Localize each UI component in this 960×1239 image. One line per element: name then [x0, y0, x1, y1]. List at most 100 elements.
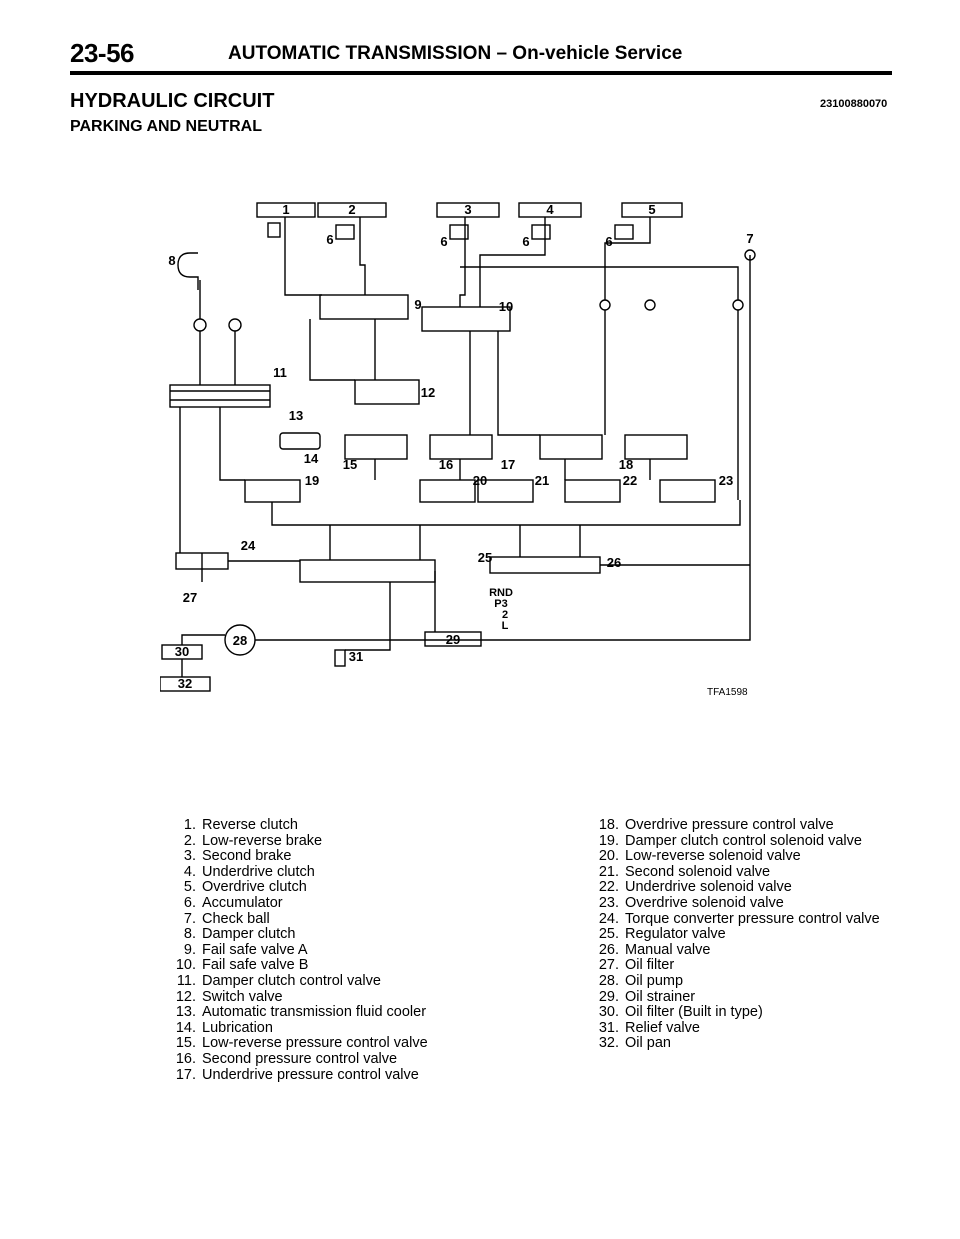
legend-num: 7.	[183, 910, 196, 927]
hydraulic-circuit-diagram: 1 2 3 4 5 6 6 6 6 7 8 9 10 11 12 13 14 1…	[160, 202, 756, 692]
legend-num: 5.	[183, 879, 196, 896]
clutch-box-2	[317, 202, 387, 218]
damper-clutch-shape	[177, 252, 199, 290]
legend-num: 31.	[598, 1019, 619, 1036]
legend-text: Overdrive clutch	[202, 879, 307, 896]
oil-pan-shape	[160, 676, 211, 692]
clutch-box-4	[518, 202, 582, 218]
legend-text: Oil filter (Built in type)	[625, 1004, 763, 1021]
legend-text: Second brake	[202, 848, 292, 865]
diagram-label-6d: 6	[605, 234, 612, 249]
legend-item: 2.Low-reverse brake	[160, 832, 490, 850]
diagram-label-8: 8	[168, 253, 175, 268]
legend-num: 11.	[176, 972, 196, 989]
legend-num: 2.	[183, 832, 196, 849]
relief-valve-shape	[334, 649, 346, 667]
legend-text: Damper clutch control solenoid valve	[625, 832, 862, 849]
diagram-label-23: 23	[719, 473, 733, 488]
diagram-label-15: 15	[343, 457, 357, 472]
legend-item: 17.Underdrive pressure control valve	[160, 1066, 490, 1084]
legend-text: Oil filter	[625, 957, 675, 974]
section-title: HYDRAULIC CIRCUIT	[70, 90, 275, 112]
diagram-label-21: 21	[535, 473, 549, 488]
legend-item: 27. Oil filter	[583, 958, 903, 974]
accumulator-2	[335, 224, 355, 240]
legend-num: 3.	[183, 848, 196, 865]
legend-text: Automatic transmission fluid cooler	[202, 1004, 427, 1021]
legend-item: 23.Overdrive solenoid valve	[583, 894, 903, 912]
legend-text: Underdrive solenoid valve	[625, 879, 792, 896]
diagram-label-1: 1	[282, 202, 289, 217]
diagram-label-30: 30	[175, 644, 189, 659]
diagram-label-27: 27	[183, 590, 197, 605]
diagram-label-22: 22	[623, 473, 637, 488]
legend-item: 11. Damper clutch control valve	[160, 972, 490, 990]
legend-item: 16. Second pressure control valve	[160, 1050, 490, 1068]
legend-num: 9.	[183, 941, 196, 958]
legend-text: Lubrication	[202, 1019, 273, 1036]
legend-item: 31. Relief valve	[583, 1019, 903, 1037]
page-header-title: AUTOMATIC TRANSMISSION – On-vehicle Serv…	[228, 43, 683, 64]
legend-item: 3. Second brake	[160, 849, 490, 865]
accumulator-1	[267, 222, 281, 238]
legend-item: 14. Lubrication	[160, 1019, 490, 1037]
legend-num: 6.	[183, 894, 196, 911]
legend-text: Regulator valve	[625, 926, 726, 943]
diagram-label-12: 12	[421, 385, 435, 400]
diagram-label-4: 4	[546, 202, 554, 217]
legend-num: 14.	[175, 1019, 196, 1036]
legend-item: 13.Automatic transmission fluid cooler	[160, 1005, 490, 1021]
legend-text: Low-reverse solenoid valve	[625, 848, 801, 865]
legend-text: Check ball	[202, 910, 270, 927]
diagram-label-16: 16	[439, 457, 453, 472]
diagram-label-32: 32	[178, 676, 192, 691]
legend-item: 21. Second solenoid valve	[583, 863, 903, 881]
accumulator-5	[614, 224, 634, 240]
diagram-label-29: 29	[446, 632, 460, 647]
legend-num: 1.	[183, 817, 196, 833]
legend-item: 6. Accumulator	[160, 894, 490, 912]
legend-text: Second solenoid valve	[625, 863, 771, 880]
legend-text: Second pressure control valve	[202, 1050, 398, 1067]
legend-text: Accumulator	[202, 894, 283, 911]
legend-text: Damper clutch control valve	[202, 972, 381, 989]
page-header: 23-56 AUTOMATIC TRANSMISSION – On-vehicl…	[70, 38, 892, 70]
clutch-box-3	[436, 202, 500, 218]
legend-item: 10.Fail safe valve B	[160, 958, 490, 974]
legend-num: 22.	[598, 879, 619, 896]
diagram-label-26: 26	[607, 555, 621, 570]
manual-position-rnd: RND	[489, 587, 513, 599]
legend-item: 9.Fail safe valve A	[160, 941, 490, 959]
legend-num: 15.	[175, 1035, 196, 1052]
legend-text: Oil pump	[625, 972, 684, 989]
legend-item: 29.Oil strainer	[583, 988, 903, 1006]
legend-num: 27.	[598, 957, 619, 974]
legend-num: 17.	[175, 1066, 196, 1083]
clutch-box-5	[621, 202, 683, 218]
legend-item: 18.Overdrive pressure control valve	[583, 817, 903, 834]
legend-text: Manual valve	[625, 941, 711, 958]
legend-num: 18.	[598, 817, 619, 833]
diagram-label-6c: 6	[522, 234, 529, 249]
legend-num: 23.	[598, 894, 619, 911]
figure-code: TFA1598	[707, 687, 748, 698]
diagram-label-20: 20	[473, 473, 487, 488]
diagram-label-28: 28	[233, 633, 247, 648]
legend-num: 29.	[598, 988, 619, 1005]
legend-text: Relief valve	[625, 1019, 700, 1036]
diagram-label-9: 9	[414, 297, 421, 312]
legend-num: 21.	[598, 863, 619, 880]
legend-item: 1.Reverse clutch	[160, 817, 490, 834]
manual-position-l: L	[502, 620, 509, 632]
legend-item: 20. Low-reverse solenoid valve	[583, 849, 903, 865]
legend-num: 19.	[598, 832, 619, 849]
legend-num: 20.	[598, 848, 619, 865]
accumulator-4	[531, 224, 551, 240]
legend-num: 16.	[175, 1050, 196, 1067]
manual-position-2: 2	[502, 609, 508, 621]
fluid-cooler-shape	[279, 432, 321, 450]
page-number: 23-56	[70, 38, 135, 68]
legend-item: 5. Overdrive clutch	[160, 880, 490, 896]
diagram-label-31: 31	[349, 649, 363, 664]
legend-num: 12.	[175, 988, 196, 1005]
